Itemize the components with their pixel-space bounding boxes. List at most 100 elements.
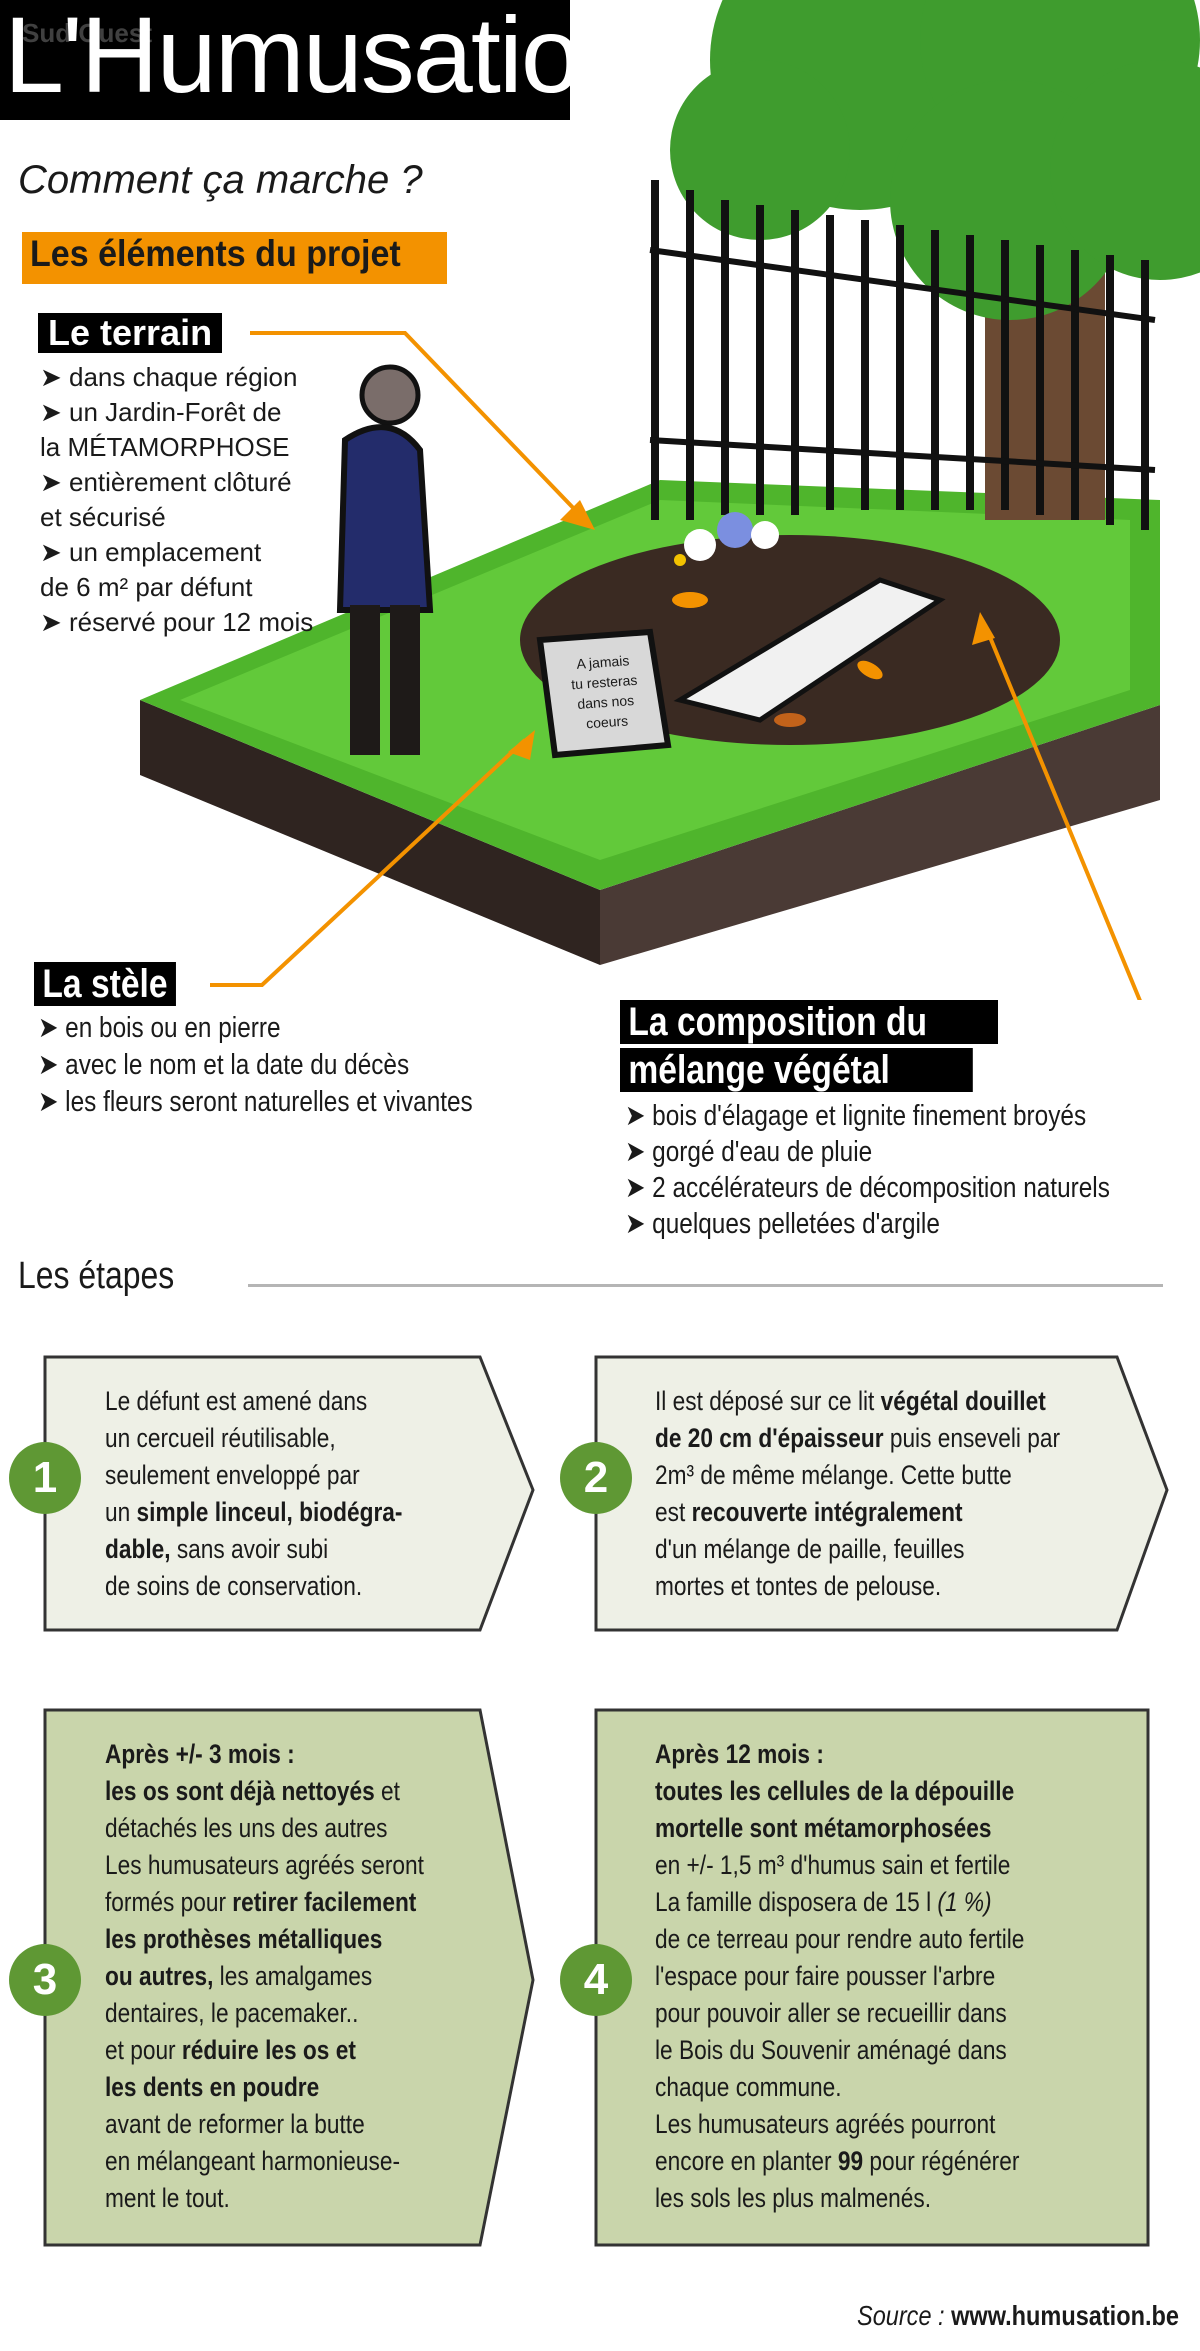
step-line: mortelle sont métamorphosées (655, 1810, 1024, 1847)
list-item: réservé pour 12 mois (40, 605, 313, 640)
text-segment: Il est déposé sur ce lit (655, 1386, 881, 1416)
text-segment: et (374, 1776, 400, 1806)
list-item: dans chaque région (40, 360, 313, 395)
bold-text: Après 12 mois : (655, 1739, 824, 1769)
stele-list: en bois ou en pierre avec le nom et la d… (38, 1010, 473, 1121)
text-segment: de soins de conservation. (105, 1571, 363, 1601)
stele-title: La stèle (34, 962, 176, 1006)
list-item: 2 accélérateurs de décomposition naturel… (625, 1170, 1110, 1206)
composition-title-line1: La composition du (620, 1000, 998, 1044)
step-line: un cercueil réutilisable, (105, 1420, 402, 1457)
step-text: Le défunt est amené dans un cercueil réut… (105, 1383, 402, 1605)
bold-text: Après +/- 3 mois : (105, 1739, 295, 1769)
tree-canopy (670, 0, 1200, 320)
text-segment: dentaires, le pacemaker.. (105, 1998, 359, 2028)
step-line: avant de reformer la butte (105, 2106, 424, 2143)
text-segment: 2m³ de même mélange. Cette butte (655, 1460, 1012, 1490)
bold-text: recouverte intégralement (691, 1497, 963, 1527)
list-item: les fleurs seront naturelles et vivantes (38, 1084, 473, 1121)
text-segment: chaque commune. (655, 2072, 842, 2102)
step-line: pour pouvoir aller se recueillir dans (655, 1995, 1024, 2032)
page-title: L'Humusation (4, 0, 639, 115)
step-line: les prothèses métalliques (105, 1921, 424, 1958)
stele-inscription: A jamais tu resteras dans nos coeurs (552, 649, 657, 736)
list-item: un Jardin-Forêt de (40, 395, 313, 430)
step-line: l'espace pour faire pousser l'arbre (655, 1958, 1024, 1995)
text-segment: avant de reformer la butte (105, 2109, 365, 2139)
bold-text: toutes les cellules de la dépouille (655, 1776, 1015, 1806)
bold-text: retirer facilement (232, 1887, 417, 1917)
text-segment: pour pouvoir aller se recueillir dans (655, 1998, 1007, 2028)
bold-text: 99 (837, 2146, 864, 2176)
step-box-2 (594, 1355, 1169, 1632)
step-line: un simple linceul, biodégra- (105, 1494, 402, 1531)
terrain-list: dans chaque région un Jardin-Forêt de la… (40, 360, 313, 640)
list-item: un emplacement (40, 535, 313, 570)
step-line: les dents en poudre (105, 2069, 424, 2106)
text-segment: et pour (105, 2035, 182, 2065)
text-segment: sans avoir subi (170, 1534, 329, 1564)
step-number-2: 2 (560, 1442, 632, 1514)
step-line: les os sont déjà nettoyés et (105, 1773, 424, 1810)
text-segment: La famille disposera de 15 l (655, 1887, 938, 1917)
text-segment: les sols les plus malmenés. (655, 2183, 932, 2213)
fence (649, 180, 1156, 530)
step-line: mortes et tontes de pelouse. (655, 1568, 1060, 1605)
source-credit: Source : www.humusation.be (857, 2300, 1179, 2332)
text-segment: un cercueil réutilisable, (105, 1423, 336, 1453)
callout-arrows (210, 331, 1142, 1000)
step-line: Les humusateurs agréés pourront (655, 2106, 1024, 2143)
text-segment: ment le tout. (105, 2183, 230, 2213)
terrain-title: Le terrain (38, 313, 223, 353)
step-line: chaque commune. (655, 2069, 1024, 2106)
list-item: et sécurisé (40, 502, 166, 532)
step-line: encore en planter 99 pour régénérer (655, 2143, 1024, 2180)
list-item: de 6 m² par défunt (40, 572, 253, 602)
bold-text: les dents en poudre (105, 2072, 320, 2102)
flowers-icon (674, 512, 779, 566)
bold-text: de 20 cm d'épaisseur (655, 1423, 884, 1453)
text-segment: Les humusateurs agréés pourront (655, 2109, 996, 2139)
garden-illustration (140, 0, 1200, 1000)
text-segment: l'espace pour faire pousser l'arbre (655, 1961, 996, 1991)
step-line: Les humusateurs agréés seront (105, 1847, 424, 1884)
text-segment: Le défunt est amené dans (105, 1386, 368, 1416)
step-line: le Bois du Souvenir aménagé dans (655, 2032, 1024, 2069)
list-item: la MÉTAMORPHOSE (40, 432, 290, 462)
source-link[interactable]: www.humusation.be (950, 2300, 1179, 2331)
step-line: et pour réduire les os et (105, 2032, 424, 2069)
step-line: Après 12 mois : (655, 1736, 1024, 1773)
text-segment: détachés les uns des autres (105, 1813, 388, 1843)
step-line: formés pour retirer facilement (105, 1884, 424, 1921)
step-line: 2m³ de même mélange. Cette butte (655, 1457, 1060, 1494)
step-number-3: 3 (9, 1944, 81, 2016)
step-boxes (43, 1355, 1169, 2247)
inscription-line: dans nos coeurs (576, 692, 635, 732)
list-item: avec le nom et la date du décès (38, 1047, 473, 1084)
bold-text: mortelle sont métamorphosées (655, 1813, 992, 1843)
step-line: seulement enveloppé par (105, 1457, 402, 1494)
shroud (673, 577, 946, 723)
step-text: Après 12 mois : toutes les cellules de la… (655, 1736, 1024, 2217)
step-line: dable, sans avoir subi (105, 1531, 402, 1568)
step-box-1 (43, 1355, 535, 1632)
step-line: est recouverte intégralement (655, 1494, 1060, 1531)
stele (536, 628, 672, 759)
bold-text: les os sont déjà nettoyés (105, 1776, 375, 1806)
step-line: dentaires, le pacemaker.. (105, 1995, 424, 2032)
step-line: de soins de conservation. (105, 1568, 402, 1605)
watermark: Sud Ouest (22, 18, 153, 48)
step-line: en +/- 1,5 m³ d'humus sain et fertile (655, 1847, 1024, 1884)
text-segment: de ce terreau pour rendre auto fertile (655, 1924, 1025, 1954)
title-banner (0, 0, 570, 120)
elements-heading-box (22, 232, 447, 284)
text-segment: le Bois du Souvenir aménagé dans (655, 2035, 1007, 2065)
subtitle: Comment ça marche ? (18, 158, 423, 202)
list-item: en bois ou en pierre (38, 1010, 473, 1047)
text-segment: Les humusateurs agréés seront (105, 1850, 424, 1880)
step-text: Il est déposé sur ce lit végétal douille… (655, 1383, 1060, 1605)
step-box-3 (43, 1708, 535, 2247)
text-segment: en +/- 1,5 m³ d'humus sain et fertile (655, 1850, 1011, 1880)
list-item: bois d'élagage et lignite finement broyé… (625, 1098, 1110, 1134)
step-line: Après +/- 3 mois : (105, 1736, 424, 1773)
